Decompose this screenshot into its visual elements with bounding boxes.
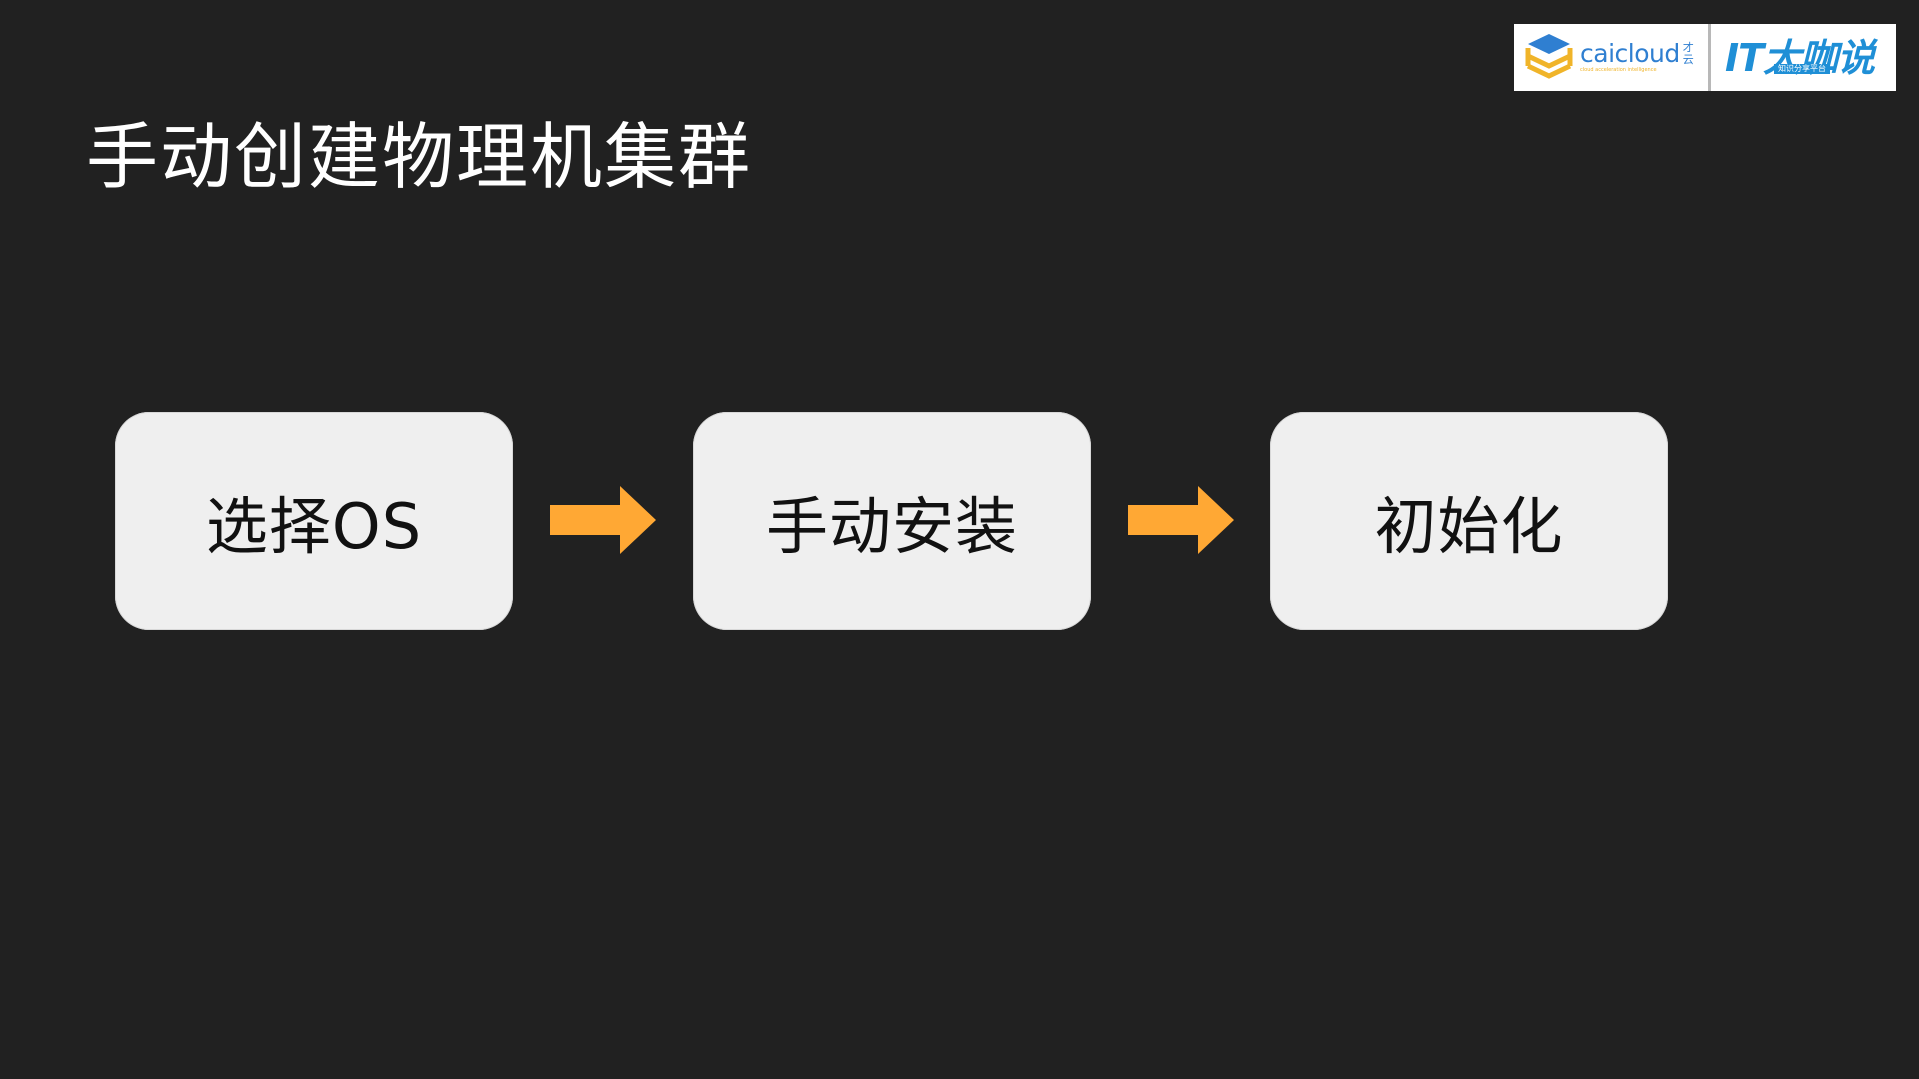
flow-step-select-os: 选择OS: [115, 412, 513, 630]
right-arrow-icon: [1128, 486, 1234, 554]
right-arrow-icon: [550, 486, 656, 554]
caicloud-tagline: cloud acceleration intelligence: [1580, 67, 1657, 73]
logo-bar: caicloud 才云 cloud acceleration intellige…: [1514, 24, 1896, 91]
caicloud-logo: caicloud 才云 cloud acceleration intellige…: [1514, 24, 1708, 91]
caicloud-stack-icon: [1525, 33, 1573, 79]
flow-step-initialize: 初始化: [1270, 412, 1668, 630]
caicloud-chinese: 才云: [1682, 41, 1694, 66]
caicloud-wordmark: caicloud: [1580, 39, 1680, 68]
itdks-logo: IT大咖说 知识分享平台: [1711, 24, 1875, 91]
logo-divider: [1708, 24, 1711, 91]
slide-title: 手动创建物理机集群: [86, 115, 753, 199]
flow-step-manual-install: 手动安装: [693, 412, 1091, 630]
itdks-subtitle: 知识分享平台: [1774, 64, 1830, 74]
